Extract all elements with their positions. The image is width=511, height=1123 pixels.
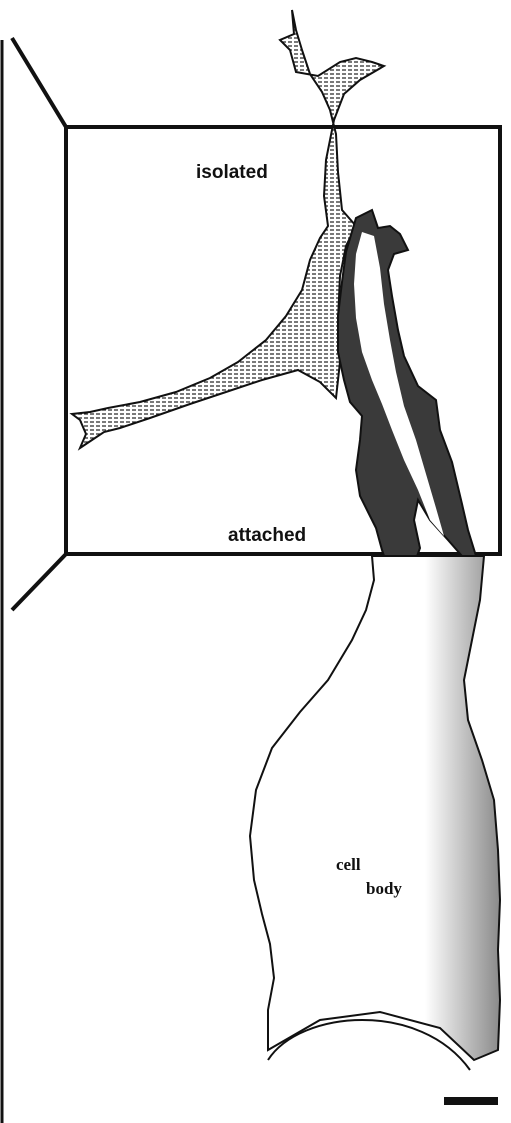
body-label: body — [366, 879, 402, 898]
isolated-process — [72, 10, 384, 448]
scale-bar — [444, 1097, 498, 1105]
cell-body-outline — [250, 556, 500, 1060]
frame-edge-top-left — [12, 38, 66, 127]
attached-label: attached — [228, 525, 306, 546]
isolated-label: isolated — [196, 162, 268, 183]
cell-label: cell — [336, 855, 361, 874]
frame-edge-bottom-left — [12, 554, 66, 610]
